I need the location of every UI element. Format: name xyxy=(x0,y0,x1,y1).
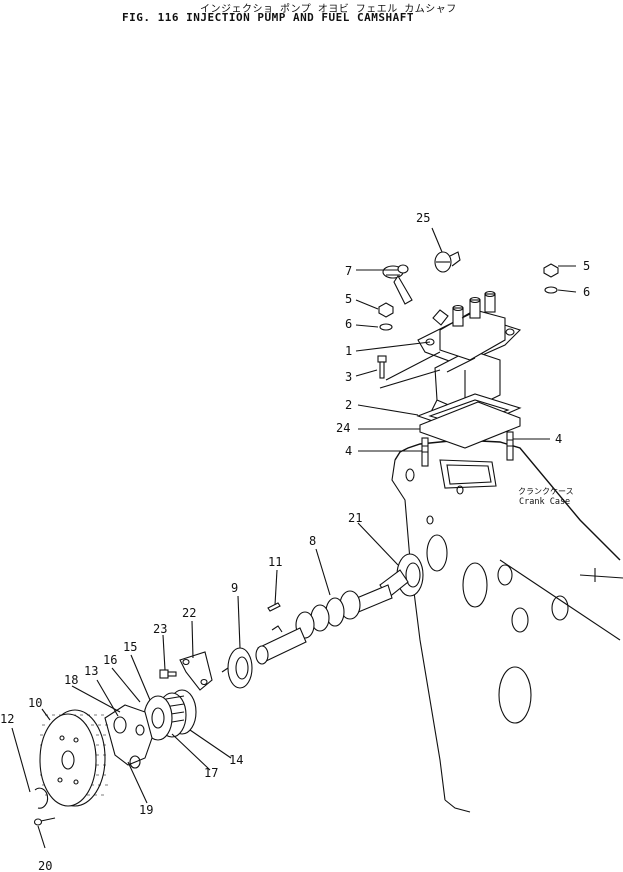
callout-10: 10 xyxy=(28,696,42,710)
callout-6b: 6 xyxy=(583,285,590,299)
callout-8: 8 xyxy=(309,534,316,548)
plate-22 xyxy=(179,651,213,691)
crank-case-label-jp: クランクケース xyxy=(518,487,574,496)
callout-7: 7 xyxy=(345,264,352,278)
callout-24: 24 xyxy=(336,421,350,435)
damper-plate xyxy=(104,704,153,769)
callout-2: 2 xyxy=(345,398,352,412)
stud-bolts-4 xyxy=(421,431,514,467)
snap-ring-12 xyxy=(34,787,49,809)
callout-4a: 4 xyxy=(345,444,352,458)
callout-14: 14 xyxy=(229,753,243,767)
flange-24 xyxy=(419,401,521,449)
bolt-23 xyxy=(159,669,177,679)
crank-case-label: クランクケース Crank Case xyxy=(518,487,574,507)
key-11 xyxy=(267,602,281,612)
callout-16: 16 xyxy=(103,653,117,667)
callout-5a: 5 xyxy=(345,292,352,306)
nuts-washers xyxy=(377,263,559,379)
callout-20: 20 xyxy=(38,859,52,872)
callout-6a: 6 xyxy=(345,317,352,331)
camshaft-8 xyxy=(255,569,409,665)
leader-lines xyxy=(11,227,577,849)
seal-9 xyxy=(221,647,253,689)
callout-23: 23 xyxy=(153,622,167,636)
callout-12: 12 xyxy=(0,712,14,726)
bolt-20 xyxy=(33,817,56,826)
crank-case xyxy=(391,439,623,813)
callout-18: 18 xyxy=(64,673,78,687)
callout-11: 11 xyxy=(268,555,282,569)
callout-labels: 25 7 5 6 1 3 2 24 4 5 6 4 21 8 11 9 22 2… xyxy=(0,211,590,872)
callout-21: 21 xyxy=(348,511,362,525)
callout-4b: 4 xyxy=(555,432,562,446)
callout-19: 19 xyxy=(139,803,153,817)
callout-1: 1 xyxy=(345,344,352,358)
callout-5b: 5 xyxy=(583,259,590,273)
crank-case-label-en: Crank Case xyxy=(519,497,570,507)
hub-assembly xyxy=(143,689,197,741)
callout-25: 25 xyxy=(416,211,430,225)
callout-13: 13 xyxy=(84,664,98,678)
figure-title: FIG. 116 INJECTION PUMP AND FUEL CAMSHAF… xyxy=(122,11,415,24)
callout-3: 3 xyxy=(345,370,352,384)
callout-15: 15 xyxy=(123,640,137,654)
callout-9: 9 xyxy=(231,581,238,595)
adjuster-7 xyxy=(382,264,413,305)
figure-title-japanese: インジェクショ ポンプ オヨビ フェエル カムシャフ xyxy=(200,4,457,15)
callout-22: 22 xyxy=(182,606,196,620)
fitting-25 xyxy=(434,251,461,273)
callout-17: 17 xyxy=(204,766,218,780)
gear-10 xyxy=(39,709,110,807)
